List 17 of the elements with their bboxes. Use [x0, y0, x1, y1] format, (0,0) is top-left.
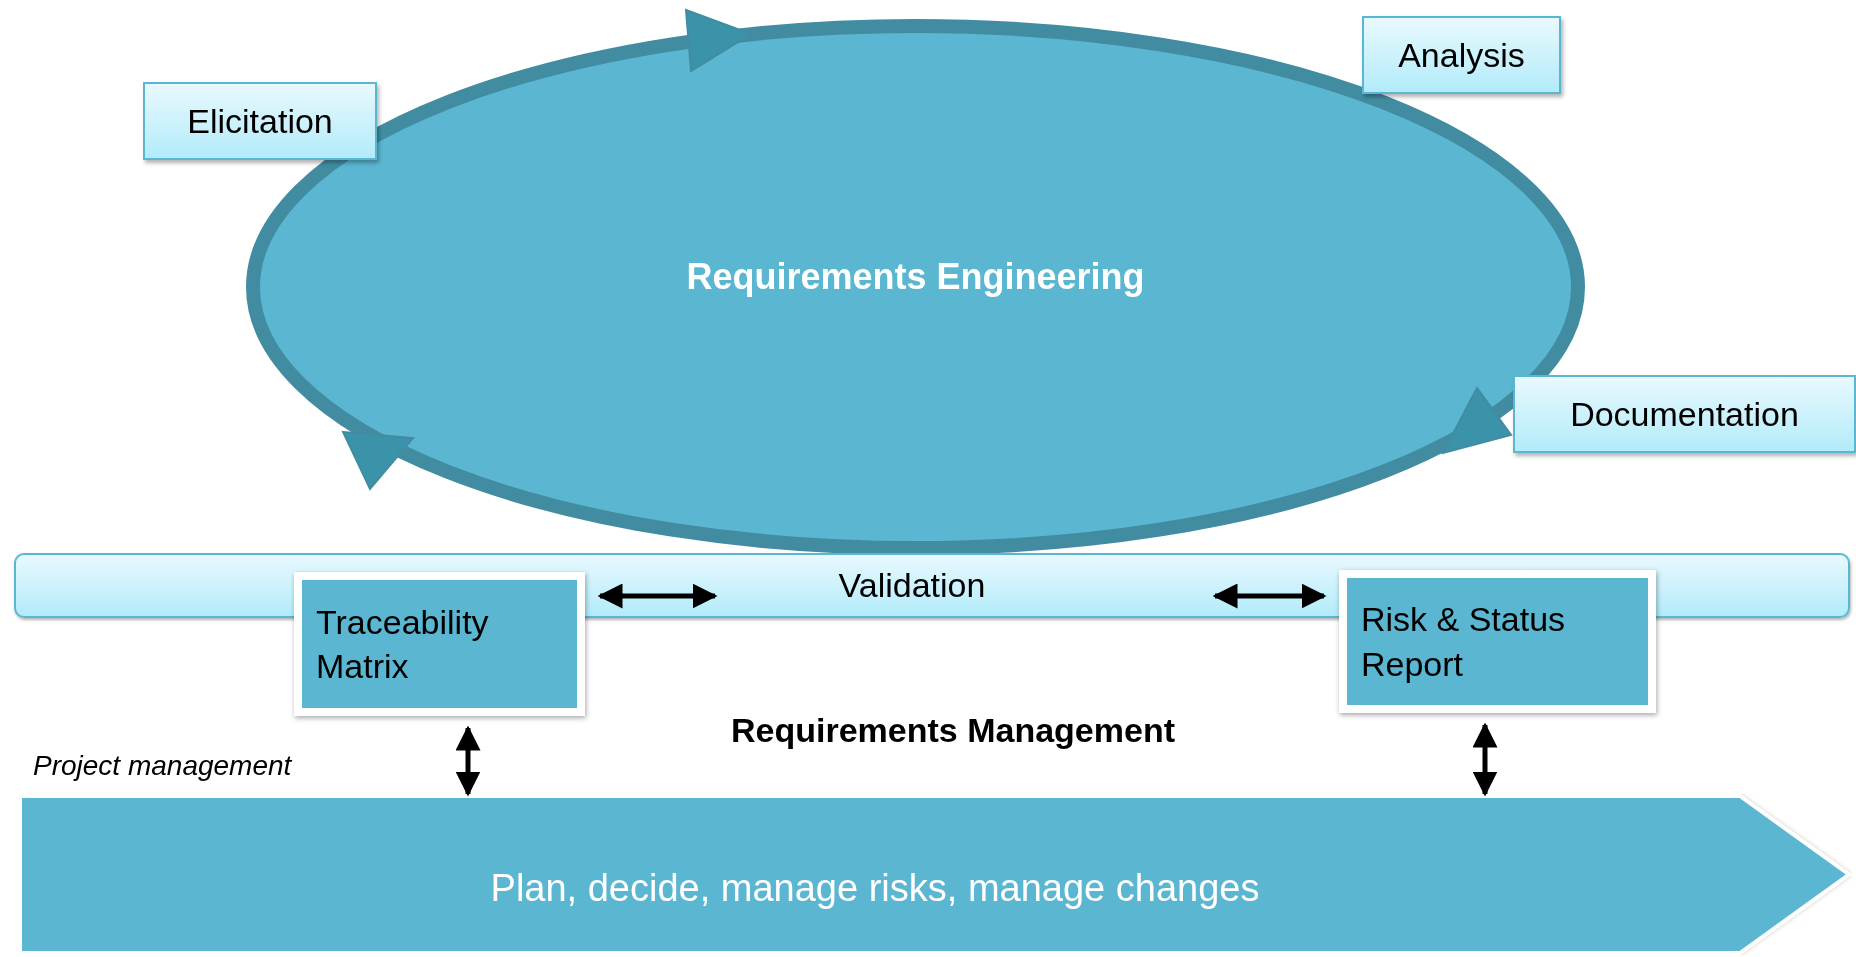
node-label: Documentation [1570, 393, 1799, 435]
double-arrow [597, 583, 718, 609]
node-label: Elicitation [187, 100, 333, 142]
double-arrow [1212, 583, 1327, 609]
step-box [1362, 16, 1561, 94]
step-box [143, 82, 377, 160]
double-arrow [455, 725, 481, 797]
section-title: Requirements Management [730, 710, 1176, 751]
node-label: Validation [838, 565, 986, 606]
node-label: Traceability Matrix [316, 601, 490, 687]
node-label: Plan, decide, manage risks, manage changes [490, 866, 1260, 911]
node-label: Risk & Status Report [1361, 599, 1567, 685]
node-label: Requirements Engineering [686, 255, 1145, 299]
node-label: Analysis [1398, 34, 1525, 76]
band-caption: Project management [33, 749, 292, 783]
step-box [1513, 375, 1856, 453]
double-arrow [1472, 722, 1498, 797]
